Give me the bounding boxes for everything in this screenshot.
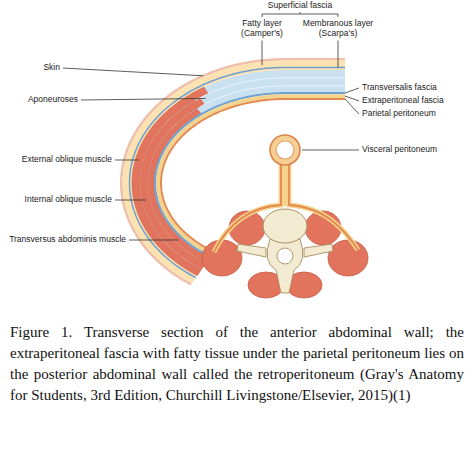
- back-muscle: [202, 240, 242, 276]
- peritoneum-line: [289, 165, 358, 250]
- transverse-process: [304, 244, 333, 257]
- abdominal-wall: [120, 58, 345, 285]
- leader-line: [345, 99, 359, 114]
- back-muscle: [328, 240, 368, 276]
- anatomy-label: Parietal peritoneum: [362, 109, 436, 119]
- anatomy-label: Membranous layer (Scarpa's): [298, 19, 378, 39]
- anatomy-label: Superficial fascia: [268, 1, 332, 11]
- transversalis-fascia: [154, 92, 345, 258]
- posterior-wall: [202, 209, 368, 298]
- leader-line: [345, 88, 359, 93]
- leader-line: [63, 68, 203, 76]
- peritoneum-line: [214, 165, 281, 252]
- leader-line: [129, 240, 178, 241]
- anatomy-label: External oblique muscle: [22, 155, 112, 165]
- extraperitoneal-fat: [156, 94, 345, 256]
- anatomy-label: Skin: [43, 63, 60, 73]
- aponeurosis-line: [196, 78, 345, 100]
- anatomy-label: Transversus abdominis muscle: [9, 235, 126, 245]
- anatomy-label: Aponeuroses: [28, 95, 78, 105]
- spinal-canal: [277, 248, 293, 264]
- transverse-process: [237, 244, 266, 257]
- aponeurosis-line: [201, 86, 345, 107]
- anatomy-label: Visceral peritoneum: [362, 145, 437, 155]
- skin-layer: [120, 58, 345, 285]
- leader-line: [262, 41, 263, 66]
- posterior-peritoneum: [214, 135, 358, 252]
- anatomy-label: Fatty layer (Camper's): [231, 19, 293, 39]
- vertebral-body: [263, 209, 307, 243]
- leader-line: [81, 98, 206, 100]
- leader-line: [115, 160, 139, 161]
- anatomy-label: Extraperitoneal fascia: [362, 96, 444, 106]
- fatty-layer: [123, 61, 345, 284]
- leader-line: [302, 150, 359, 151]
- bracket: [262, 12, 338, 17]
- parietal-peritoneum: [160, 98, 345, 253]
- leader-line: [338, 41, 339, 68]
- bowel-lumen: [276, 141, 294, 159]
- anatomy-label: Transversalis fascia: [362, 83, 437, 93]
- bowel-loop: [270, 135, 300, 165]
- vertebral-arch: [267, 239, 303, 293]
- figure-caption: Figure 1. Transverse section of the ante…: [10, 322, 464, 406]
- leader-line: [345, 96, 359, 101]
- extraperitoneal-fat: [289, 165, 358, 250]
- leaders: [63, 41, 359, 240]
- leader-line: [115, 200, 146, 201]
- anatomy-label: Internal oblique muscle: [25, 195, 112, 205]
- extraperitoneal-fat: [214, 165, 281, 252]
